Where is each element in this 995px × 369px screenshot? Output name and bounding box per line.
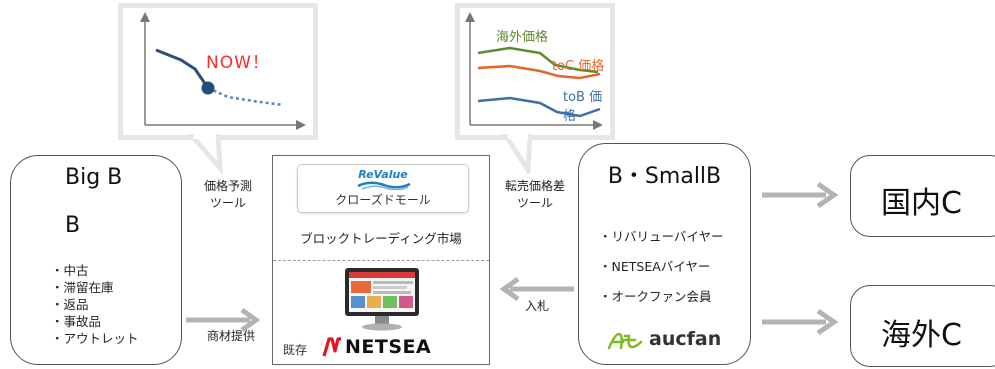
overseas-price-label: 海外価格 xyxy=(496,30,549,45)
resale-price-tool-label: 転売価格差 ツール xyxy=(494,178,576,212)
tob-price-line xyxy=(477,96,601,118)
resale-price-callout-tail xyxy=(501,134,533,174)
bid-arrow xyxy=(499,276,574,302)
chart-x-arrowhead xyxy=(593,120,603,130)
overseas-consumer-box: 海外C xyxy=(850,285,995,367)
tob-price-label: toB 価格 xyxy=(563,90,603,124)
overseas-price-line xyxy=(477,46,599,74)
domestic-arrow xyxy=(762,181,839,209)
block-trading-market-label: ブロックトレーディング市場 xyxy=(300,231,462,246)
netsea-monitor-icon xyxy=(345,268,419,331)
resale-price-tool-label-line2: ツール xyxy=(516,196,553,210)
revalue-wave-icon xyxy=(357,181,411,190)
big-b-item-list: ・中古 ・滞留在庫 ・返品 ・事故品 ・アウトレット xyxy=(51,262,139,347)
small-b-item-list: ・リバリューバイヤー ・NETSEAバイヤー ・オークファン会員 xyxy=(599,228,724,305)
list-item: ・中古 xyxy=(51,263,89,278)
domestic-consumer-label: 国内C xyxy=(881,186,962,221)
list-item: ・事故品 xyxy=(51,314,102,329)
domestic-consumer-box: 国内C xyxy=(850,155,995,237)
existing-label: 既存 xyxy=(283,343,308,357)
resale-price-tool-label-line1: 転売価格差 xyxy=(504,179,565,193)
netsea-logo: NETSEA xyxy=(345,336,432,358)
center-market-box: ReValue クローズドモール ブロックトレーディング市場 既存 NETSEA xyxy=(272,155,490,365)
list-item: ・オークファン会員 xyxy=(599,289,712,304)
list-item: ・滞留在庫 xyxy=(51,280,114,295)
aucfan-logo: aucfan xyxy=(649,328,722,350)
price-forecast-chart xyxy=(140,12,306,130)
list-item: ・NETSEAバイヤー xyxy=(599,259,711,274)
resale-price-callout: 海外価格 toC 価格 toB 価格 xyxy=(455,3,615,140)
list-item: ・アウトレット xyxy=(51,331,139,346)
price-forecast-tool-label: 価格予測 ツール xyxy=(193,178,263,212)
revalue-logo: ReValue xyxy=(358,168,408,181)
now-point xyxy=(201,81,215,95)
toc-price-line xyxy=(477,64,601,80)
past-price-line xyxy=(155,48,210,89)
chart-y-arrowhead xyxy=(465,12,475,22)
small-b-box: B・SmallB ・リバリューバイヤー ・NETSEAバイヤー ・オークファン会… xyxy=(578,143,751,365)
closed-mall-label: クローズドモール xyxy=(335,193,431,207)
netsea-logo-icon xyxy=(322,337,341,357)
now-label: NOW！ xyxy=(206,53,270,73)
bid-label: 入札 xyxy=(524,299,549,313)
list-item: ・返品 xyxy=(51,297,89,312)
price-forecast-callout-tail xyxy=(188,134,223,174)
price-forecast-tool-label-line1: 価格予測 xyxy=(203,179,252,193)
forecast-price-line xyxy=(207,86,284,107)
overseas-arrow xyxy=(762,308,839,336)
chart-y-arrowhead xyxy=(140,12,150,22)
price-forecast-callout: NOW！ xyxy=(118,3,318,140)
resale-price-chart xyxy=(465,12,603,130)
big-b-title: Big B xyxy=(65,165,123,190)
chart-x-arrowhead xyxy=(296,120,306,130)
big-b-subtitle: B xyxy=(65,213,81,238)
overseas-consumer-label: 海外C xyxy=(881,318,962,353)
list-item: ・リバリューバイヤー xyxy=(599,229,724,244)
center-divider xyxy=(273,260,489,261)
revalue-logo-card: ReValue クローズドモール xyxy=(297,164,469,213)
material-supply-arrow xyxy=(186,307,261,333)
big-b-box: Big B B ・中古 ・滞留在庫 ・返品 ・事故品 ・アウトレット xyxy=(10,155,182,365)
material-supply-label: 商材提供 xyxy=(206,329,255,343)
toc-price-label: toC 価格 xyxy=(552,59,605,74)
aucfan-logo-icon xyxy=(607,332,643,350)
small-b-title: B・SmallB xyxy=(607,164,722,189)
price-forecast-tool-label-line2: ツール xyxy=(209,196,246,210)
